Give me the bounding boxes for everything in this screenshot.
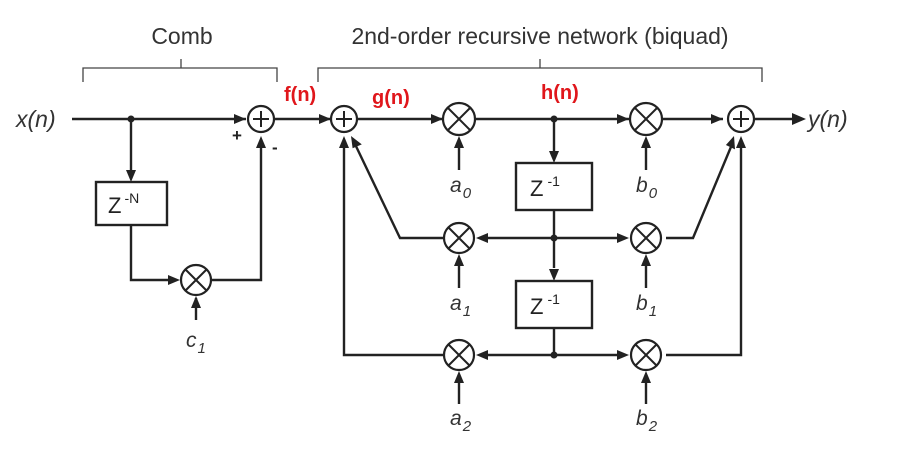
svg-text:Z-1: Z-1 [530,173,560,201]
coefficient-label-b0: b0 [636,174,658,202]
biquad-wires [342,117,793,404]
biquad-section-title: 2nd-order recursive network (biquad) [351,23,728,49]
signal-label-f: f(n) [284,84,316,106]
signal-label-h: h(n) [541,82,579,104]
signal-label-g: g(n) [372,87,410,109]
multiplier-b0 [628,101,664,137]
comb-bracket [82,59,278,82]
delay-block-biquad-2: Z-1 [514,279,594,330]
coefficient-label-b1: b1 [636,292,657,320]
biquad-bracket [317,59,763,82]
comb-wires [72,117,331,320]
output-adder [726,104,756,134]
coefficient-label-b2: b2 [636,407,658,435]
comb-section-title: Comb [151,23,212,49]
delay-comb-base: Z [108,193,121,218]
multiplier-b1 [629,221,663,255]
svg-text:Z-N: Z-N [108,190,139,218]
comb-adder [246,104,276,134]
coefficient-label-a0: a0 [450,174,472,202]
delay-block-comb: Z-N [94,180,169,227]
output-label: y(n) [806,106,848,132]
multiplier-a2 [442,338,476,372]
junction-dots [127,115,558,359]
delay-biquad-1-base: Z [530,176,543,201]
arrowheads [126,113,806,383]
coefficient-label-c1: c1 [186,329,206,357]
coefficient-label-a2: a2 [450,407,472,435]
input-label: x(n) [15,106,56,132]
delay-biquad-2-exponent: -1 [547,291,560,307]
comb-adder-minus-sign: - [272,138,278,157]
comb-adder-plus-sign: + [232,126,242,145]
multiplier-a0 [441,101,477,137]
biquad-input-adder [329,104,359,134]
coefficient-label-a1: a1 [450,292,471,320]
multiplier-a1 [442,221,476,255]
delay-block-biquad-1: Z-1 [514,161,594,212]
delay-comb-exponent: -N [124,190,139,206]
multiplier-b2 [629,338,663,372]
delay-biquad-2-base: Z [530,294,543,319]
multiplier-c1 [179,263,213,297]
delay-biquad-1-exponent: -1 [547,173,560,189]
svg-text:Z-1: Z-1 [530,291,560,319]
